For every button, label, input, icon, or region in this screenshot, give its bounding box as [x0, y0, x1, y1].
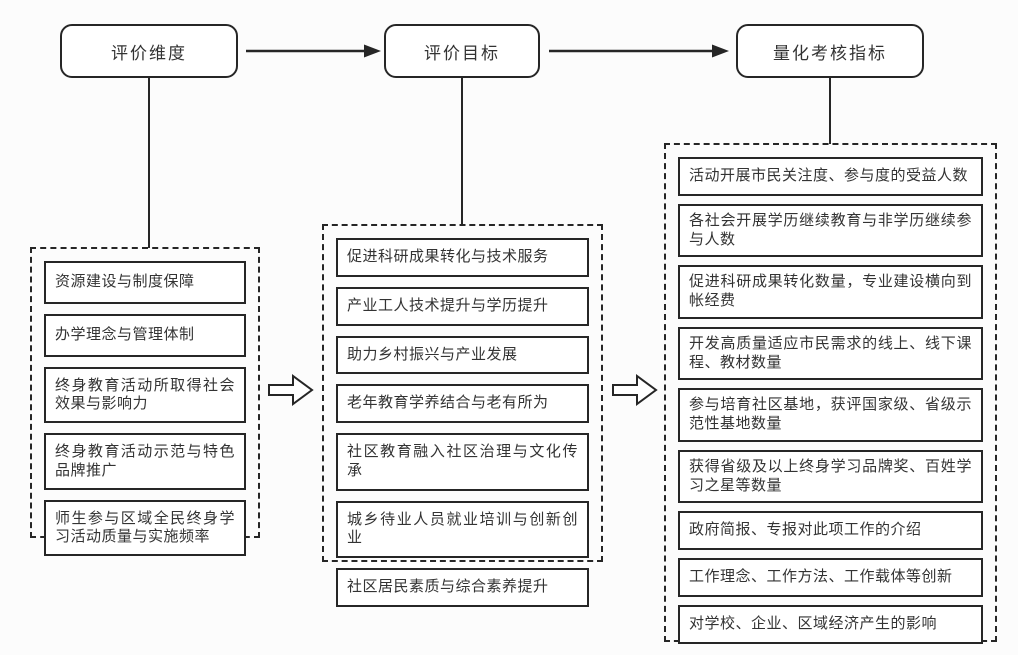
goal-item: 社区教育融入社区治理与文化传承 [336, 433, 589, 491]
container-evaluation-dimensions: 资源建设与制度保障 办学理念与管理体制 终身教育活动所取得社会效果与影响力 终身… [30, 247, 260, 556]
header-box-quantitative-indicators: 量化考核指标 [736, 24, 924, 78]
indicator-item: 政府简报、专报对此项工作的介绍 [678, 511, 983, 550]
container-quantitative-indicators: 活动开展市民关注度、参与度的受益人数 各社会开展学历继续教育与非学历继续参与人数… [664, 143, 997, 644]
goal-item: 产业工人技术提升与学历提升 [336, 286, 589, 326]
goal-item: 老年教育学养结合与老有所为 [336, 384, 589, 423]
header-label-quantitative-indicators: 量化考核指标 [773, 43, 887, 63]
indicator-item: 参与培育社区基地，获评国家级、省级示范性基地数量 [678, 388, 983, 442]
indicator-item: 对学校、企业、区域经济产生的影响 [678, 604, 983, 644]
header-box-evaluation-goal: 评价目标 [384, 24, 540, 78]
dimension-item: 师生参与区域全民终身学习活动质量与实施频率 [44, 499, 246, 556]
block-arrow-dimension-to-goal [268, 374, 314, 406]
indicator-item: 获得省级及以上终身学习品牌奖、百姓学习之星等数量 [678, 449, 983, 504]
indicator-item: 各社会开展学历继续教育与非学历继续参与人数 [678, 203, 983, 258]
goal-item: 助力乡村振兴与产业发展 [336, 335, 589, 375]
goal-item: 社区居民素质与综合素养提升 [336, 568, 589, 607]
block-arrow-goal-to-indicators [612, 374, 658, 406]
indicator-item: 促进科研成果转化数量，专业建设横向到帐经费 [678, 265, 983, 319]
connector-dimension-vertical [148, 78, 150, 248]
header-label-evaluation-goal: 评价目标 [424, 43, 500, 63]
container-evaluation-goals: 促进科研成果转化与技术服务 产业工人技术提升与学历提升 助力乡村振兴与产业发展 … [322, 224, 603, 607]
arrow-dimension-to-goal [246, 44, 381, 58]
dimension-item: 办学理念与管理体制 [44, 313, 246, 357]
dimension-item: 资源建设与制度保障 [44, 261, 246, 304]
connector-goal-vertical [461, 78, 463, 225]
indicator-item: 开发高质量适应市民需求的线上、线下课程、教材数量 [678, 326, 983, 381]
dimension-item: 终身教育活动所取得社会效果与影响力 [44, 366, 246, 423]
goal-item: 促进科研成果转化与技术服务 [336, 238, 589, 277]
header-box-evaluation-dimension: 评价维度 [60, 24, 238, 78]
indicator-item: 工作理念、工作方法、工作载体等创新 [678, 558, 983, 597]
goal-item: 城乡待业人员就业培训与创新创业 [336, 500, 589, 558]
arrow-goal-to-indicators [549, 44, 729, 58]
indicator-item: 活动开展市民关注度、参与度的受益人数 [678, 157, 983, 196]
connector-indicators-vertical [829, 78, 831, 144]
header-label-evaluation-dimension: 评价维度 [111, 43, 187, 63]
dimension-item: 终身教育活动示范与特色品牌推广 [44, 433, 246, 490]
